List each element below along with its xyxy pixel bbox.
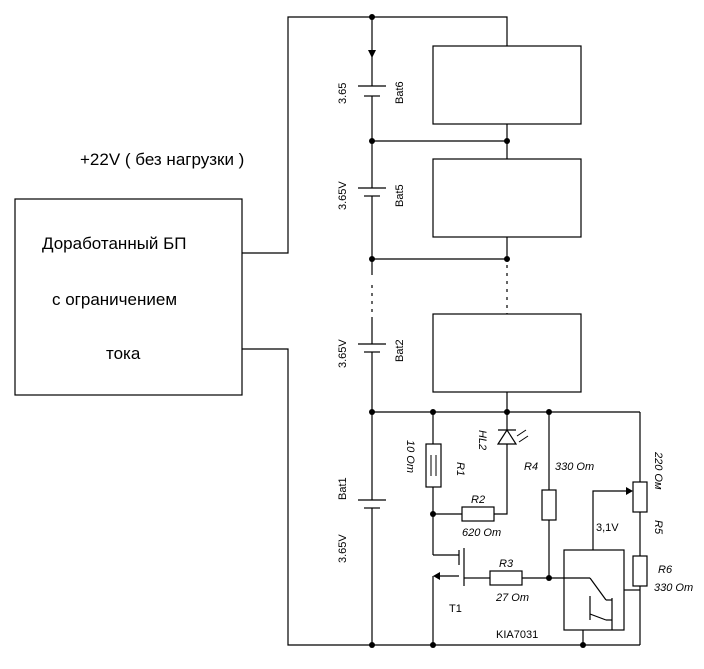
- r1-value: 10 Om: [404, 440, 416, 473]
- resistor-r1: [425, 412, 442, 555]
- r3-name: R3: [499, 558, 514, 570]
- balancer-module-bat6: [432, 45, 582, 125]
- led-name: HL2: [476, 430, 488, 450]
- power-supply-block: Доработанный БП с ограничением тока: [14, 198, 243, 396]
- junction-dots: [369, 14, 586, 648]
- tap-wire-bat6-bat5: [372, 124, 508, 142]
- r3-value: 27 Om: [495, 592, 529, 604]
- t1-name: T1: [449, 603, 462, 615]
- resistor-r4: [541, 412, 557, 578]
- supply-voltage-note: +22V ( без нагрузки ): [80, 150, 244, 169]
- reference-voltage: 3,1V: [596, 522, 619, 534]
- r2-name: R2: [471, 494, 485, 506]
- r2-value: 620 Om: [462, 527, 501, 539]
- psu-label-line1: Доработанный БП: [42, 234, 187, 253]
- battery-string: [358, 17, 386, 645]
- positive-supply-wire: [242, 16, 508, 254]
- r4-value: 330 Om: [555, 461, 594, 473]
- resistor-r6: [632, 555, 648, 645]
- r5-name: R5: [652, 520, 664, 535]
- bat1-voltage: 3.65V: [337, 534, 349, 563]
- r6-value: 330 Om: [654, 582, 693, 594]
- bat5-name: Bat5: [394, 184, 406, 207]
- bat6-name: Bat6: [394, 81, 406, 104]
- bat2-name: Bat2: [394, 339, 406, 362]
- r6-name: R6: [658, 564, 673, 576]
- tap-wire-bat5-bat4: [372, 237, 508, 260]
- bat2-voltage: 3.65V: [337, 339, 349, 368]
- r5-value: 220 Ом: [652, 451, 664, 490]
- balancer-module-bat5: [432, 158, 582, 238]
- resistor-r2: [433, 452, 508, 522]
- psu-label-line2: с ограничением: [52, 290, 177, 309]
- bat1-name: Bat1: [337, 477, 349, 500]
- ic-kia7031: [563, 549, 640, 645]
- bat5-voltage: 3.65V: [337, 181, 349, 210]
- current-arrow-icon: [368, 50, 376, 58]
- negative-supply-wire: [242, 348, 640, 646]
- led-hl2: [496, 412, 529, 452]
- psu-label-line3: тока: [106, 344, 141, 363]
- r4-name: R4: [524, 461, 538, 473]
- r1-name: R1: [454, 462, 466, 476]
- resistor-r3: [478, 570, 564, 586]
- potentiometer-r5: [592, 412, 648, 556]
- bat6-voltage: 3.65: [337, 83, 349, 104]
- transistor-t1: [432, 548, 478, 645]
- balancer-module-bat2: [432, 313, 582, 393]
- ic-name: KIA7031: [496, 629, 538, 641]
